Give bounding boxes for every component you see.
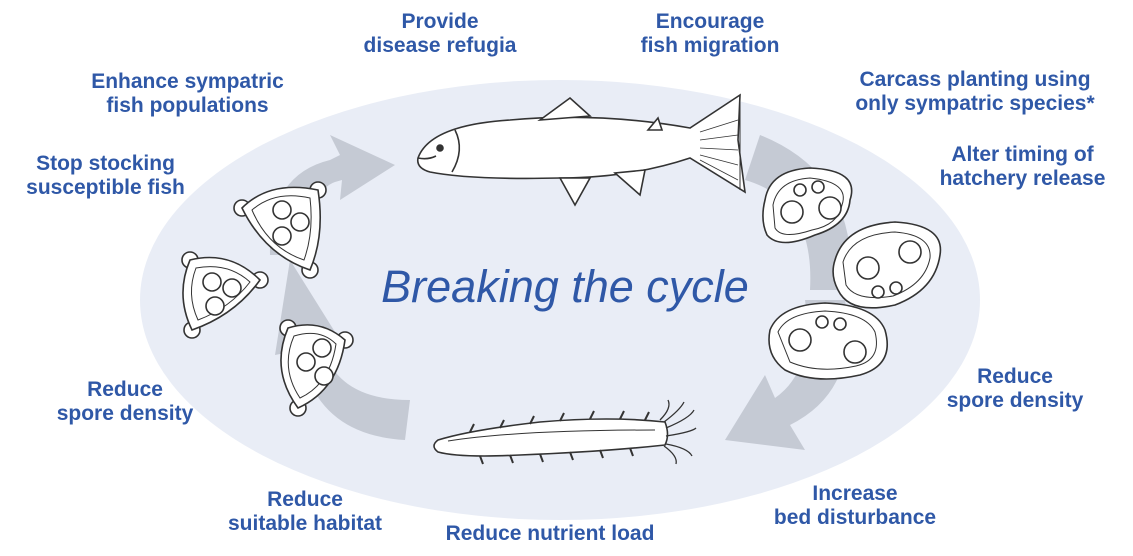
label-line: Reduce — [205, 488, 405, 512]
label-line: fish populations — [80, 94, 295, 118]
label-encourage-fish-migration: Encourage fish migration — [620, 10, 800, 58]
label-increase-bed-disturbance: Increase bed disturbance — [755, 482, 955, 530]
label-line: Reduce — [930, 365, 1100, 389]
label-line: Provide — [350, 10, 530, 34]
myxospore-3 — [769, 303, 887, 379]
label-line: fish migration — [620, 34, 800, 58]
label-stop-stocking: Stop stocking susceptible fish — [8, 152, 203, 200]
label-line: only sympatric species* — [840, 92, 1110, 116]
label-enhance-sympatric-fish: Enhance sympatric fish populations — [80, 70, 295, 118]
label-line: disease refugia — [350, 34, 530, 58]
label-line: Reduce nutrient load — [425, 522, 675, 546]
label-line: bed disturbance — [755, 506, 955, 530]
label-line: hatchery release — [925, 167, 1120, 191]
label-line: Carcass planting using — [840, 68, 1110, 92]
label-line: Reduce — [40, 378, 210, 402]
label-line: suitable habitat — [205, 512, 405, 536]
label-alter-timing: Alter timing of hatchery release — [925, 143, 1120, 191]
label-reduce-suitable-habitat: Reduce suitable habitat — [205, 488, 405, 536]
label-line: susceptible fish — [8, 176, 203, 200]
label-line: Stop stocking — [8, 152, 203, 176]
label-line: Alter timing of — [925, 143, 1120, 167]
label-reduce-nutrient-load: Reduce nutrient load — [425, 522, 675, 546]
label-reduce-spore-density-left: Reduce spore density — [40, 378, 210, 426]
diagram-title: Breaking the cycle — [360, 262, 770, 312]
label-line: spore density — [930, 389, 1100, 413]
label-reduce-spore-density-right: Reduce spore density — [930, 365, 1100, 413]
label-line: Increase — [755, 482, 955, 506]
label-line: spore density — [40, 402, 210, 426]
label-carcass-planting: Carcass planting using only sympatric sp… — [840, 68, 1110, 116]
label-line: Encourage — [620, 10, 800, 34]
label-line: Enhance sympatric — [80, 70, 295, 94]
label-provide-disease-refugia: Provide disease refugia — [350, 10, 530, 58]
